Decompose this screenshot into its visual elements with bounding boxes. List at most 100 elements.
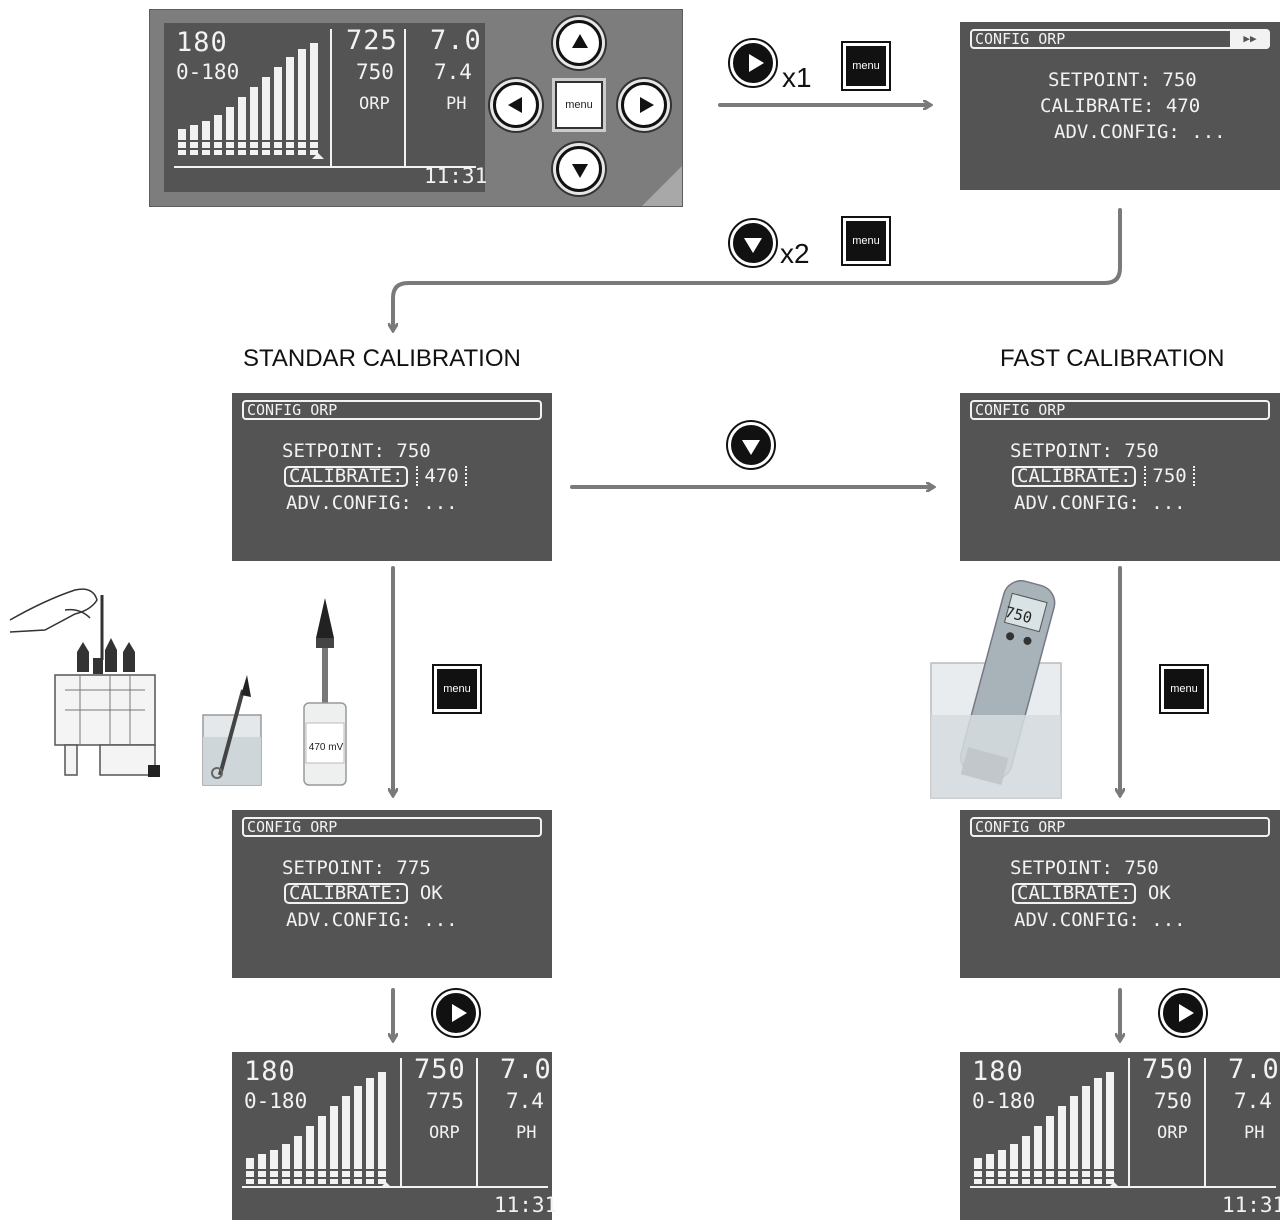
trend-graph — [246, 1072, 392, 1188]
setpoint-line: SETPOINT: 750 — [1010, 857, 1159, 879]
calibrate-line: CALIBRATE: OK — [284, 883, 443, 904]
forward-icon: ▶▶ — [1230, 29, 1270, 49]
orp-setpoint: 750 — [356, 60, 394, 84]
arrow-to-standard — [393, 208, 1122, 330]
calibrate-value: OK — [419, 882, 443, 904]
menu-button-fast: menu — [1159, 664, 1209, 714]
ph-value: 7.0 — [430, 25, 482, 56]
orp-value: 750 — [414, 1054, 466, 1085]
readout-top: 180 — [176, 27, 228, 58]
up-arrow-icon — [572, 34, 588, 48]
buffer-bottle-illustration — [303, 598, 347, 786]
config-screen-1: CONFIG ORP ▶▶ SETPOINT: 750 CALIBRATE: 4… — [960, 22, 1280, 190]
adv-config-line: ADV.CONFIG: ... — [1054, 121, 1226, 143]
adv-config-line: ADV.CONFIG: ... — [1014, 492, 1186, 514]
fast-screen-b: CONFIG ORP SETPOINT: 750 CALIBRATE: OK A… — [960, 810, 1280, 978]
setpoint-line: SETPOINT: 750 — [1048, 69, 1197, 91]
right-arrow-icon — [640, 97, 654, 113]
readout-top: 180 — [972, 1056, 1024, 1087]
down-button-switch — [728, 422, 774, 468]
orp-label: ORP — [429, 1123, 460, 1143]
range-label: 0-180 — [972, 1089, 1036, 1113]
setpoint-line: SETPOINT: 750 — [282, 440, 431, 462]
config-title: CONFIG ORP — [970, 400, 1270, 420]
left-button[interactable] — [493, 82, 539, 128]
right-arrow-icon — [1179, 1004, 1194, 1022]
standard-heading: STANDAR CALIBRATION — [243, 345, 521, 372]
standard-screen-a: CONFIG ORP SETPOINT: 750 CALIBRATE: 470 A… — [232, 393, 552, 561]
orp-setpoint: 775 — [426, 1089, 464, 1113]
clock: 11:31 — [1222, 1193, 1280, 1217]
ph-label: PH — [446, 94, 467, 114]
baseline — [970, 1186, 1276, 1188]
step2-multiplier: x2 — [780, 238, 810, 269]
down-arrow-icon — [744, 238, 762, 253]
adv-config-line: ADV.CONFIG: ... — [286, 492, 458, 514]
orp-setpoint: 750 — [1154, 1089, 1192, 1113]
down-arrow-icon — [572, 164, 588, 178]
pocket-meter-illustration — [930, 580, 1062, 799]
config-title: CONFIG ORP ▶▶ — [970, 29, 1270, 49]
ph-setpoint: 7.4 — [434, 60, 472, 84]
config-title: CONFIG ORP — [970, 817, 1270, 837]
baseline — [174, 166, 476, 168]
ph-value: 7.0 — [1228, 1054, 1280, 1085]
ph-setpoint: 7.4 — [1234, 1089, 1272, 1113]
clock: 11:31 — [494, 1193, 558, 1217]
menu-button-standard: menu — [432, 664, 482, 714]
config-title: CONFIG ORP — [242, 817, 542, 837]
right-arrow-icon — [749, 54, 764, 72]
controller-panel: 180 0-180 725 750 ORP 7.0 7.4 PH 11:31 — [149, 9, 683, 207]
config-title: CONFIG ORP — [242, 400, 542, 420]
config-title-text: CONFIG ORP — [975, 30, 1066, 48]
up-button[interactable] — [556, 20, 602, 66]
ph-label: PH — [1244, 1123, 1265, 1143]
divider-2 — [1204, 1058, 1206, 1186]
menu-button-step2: menu — [841, 216, 891, 266]
beaker-illustration — [202, 675, 262, 786]
fast-result-screen: 180 0-180 750 750 ORP 7.0 7.4 PH 11:31 — [960, 1052, 1280, 1220]
right-button-fast — [1160, 990, 1206, 1036]
baseline — [242, 1186, 548, 1188]
calibrate-label: CALIBRATE: — [1012, 883, 1137, 904]
down-button-step2 — [730, 220, 776, 266]
right-button-step1 — [730, 40, 776, 86]
right-button-standard — [433, 990, 479, 1036]
right-arrow-icon — [452, 1004, 467, 1022]
fast-screen-a: CONFIG ORP SETPOINT: 750 CALIBRATE: 750 A… — [960, 393, 1280, 561]
ph-value: 7.0 — [500, 1054, 552, 1085]
orp-value: 750 — [1142, 1054, 1194, 1085]
divider-2 — [404, 29, 406, 167]
calibrate-value: OK — [1147, 882, 1171, 904]
calibrate-label: CALIBRATE: — [1012, 466, 1137, 487]
step1-multiplier: x1 — [782, 62, 812, 93]
down-arrow-icon — [742, 440, 760, 455]
menu-button[interactable]: menu — [552, 78, 606, 132]
calibrate-line: CALIBRATE: OK — [1012, 883, 1171, 904]
orp-value: 725 — [346, 25, 398, 56]
ph-setpoint: 7.4 — [506, 1089, 544, 1113]
calibrate-label: CALIBRATE: — [284, 883, 409, 904]
controller-display: 180 0-180 725 750 ORP 7.0 7.4 PH 11:31 — [164, 23, 488, 192]
standard-screen-b: CONFIG ORP SETPOINT: 775 CALIBRATE: OK A… — [232, 810, 552, 978]
divider-1 — [400, 1058, 402, 1186]
divider-2 — [476, 1058, 478, 1186]
calibrate-label: CALIBRATE: — [284, 466, 409, 487]
calibrate-value: 750 — [1144, 466, 1195, 486]
ph-label: PH — [516, 1123, 537, 1143]
readout-top: 180 — [244, 1056, 296, 1087]
fast-heading: FAST CALIBRATION — [1000, 345, 1225, 372]
adv-config-line: ADV.CONFIG: ... — [286, 909, 458, 931]
setpoint-line: SETPOINT: 750 — [1010, 440, 1159, 462]
down-button[interactable] — [556, 146, 602, 192]
right-button[interactable] — [621, 82, 667, 128]
divider-1 — [1128, 1058, 1130, 1186]
calibrate-line: CALIBRATE: 470 — [284, 466, 467, 487]
trend-graph — [178, 43, 324, 159]
calibrate-value: 470 — [416, 466, 467, 486]
range-label: 0-180 — [244, 1089, 308, 1113]
corner-decoration — [642, 166, 682, 206]
clock: 11:31 — [424, 164, 488, 188]
calibrate-line: CALIBRATE: 470 — [1040, 95, 1201, 117]
